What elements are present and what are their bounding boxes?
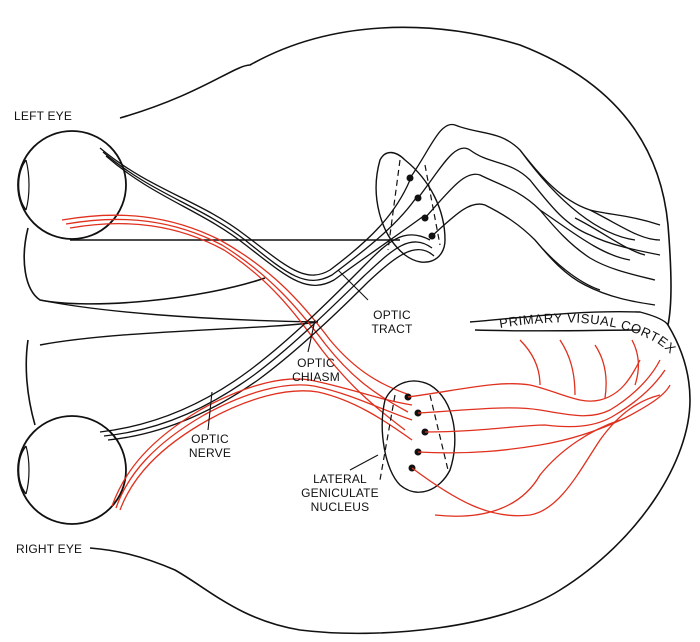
- lgn-label-line2: GENICULATE: [301, 486, 379, 500]
- right-lgn: [379, 380, 456, 493]
- right-eye-crossing-fibers: [99, 234, 435, 441]
- optic-chiasm-label-line1: OPTIC: [297, 356, 335, 370]
- lgn-label-line1: LATERAL: [313, 472, 367, 486]
- lgn-label-line3: NUCLEUS: [310, 500, 370, 514]
- left-optic-radiations: [409, 123, 661, 306]
- left-eye-optic-nerve: [99, 147, 426, 286]
- optic-chiasm-label: OPTIC CHIASM: [285, 356, 347, 384]
- calcarine-fold: [469, 311, 669, 332]
- optic-nerve-label-line2: NERVE: [188, 446, 232, 460]
- right-optic-radiations: [407, 339, 671, 517]
- left-eye-crossing-fibers: [61, 214, 411, 431]
- optic-tract-label-line2: TRACT: [371, 322, 413, 336]
- right-eye-uncrossed-fibers: [111, 378, 413, 511]
- left-eye: [17, 130, 127, 240]
- right-eye-label: RIGHT EYE: [16, 542, 83, 556]
- optic-chiasm-label-line2: CHIASM: [292, 370, 340, 384]
- optic-tract-label: OPTIC TRACT: [362, 308, 422, 336]
- brain-outline: [23, 26, 691, 635]
- right-eye: [17, 415, 127, 525]
- optic-tract-label-line1: OPTIC: [373, 308, 411, 322]
- label-pointers: [207, 269, 379, 471]
- hemisphere-divider: [39, 299, 319, 346]
- optic-nerve-label-line1: OPTIC: [191, 432, 229, 446]
- lateral-geniculate-nucleus-label: LATERAL GENICULATE NUCLEUS: [290, 472, 390, 514]
- left-eye-label: LEFT EYE: [14, 109, 73, 123]
- primary-visual-cortex-label: PRIMARY VISUAL CORTEX: [498, 310, 679, 356]
- optic-nerve-label: OPTIC NERVE: [180, 432, 240, 460]
- primary-visual-cortex-text: PRIMARY VISUAL CORTEX: [498, 310, 678, 356]
